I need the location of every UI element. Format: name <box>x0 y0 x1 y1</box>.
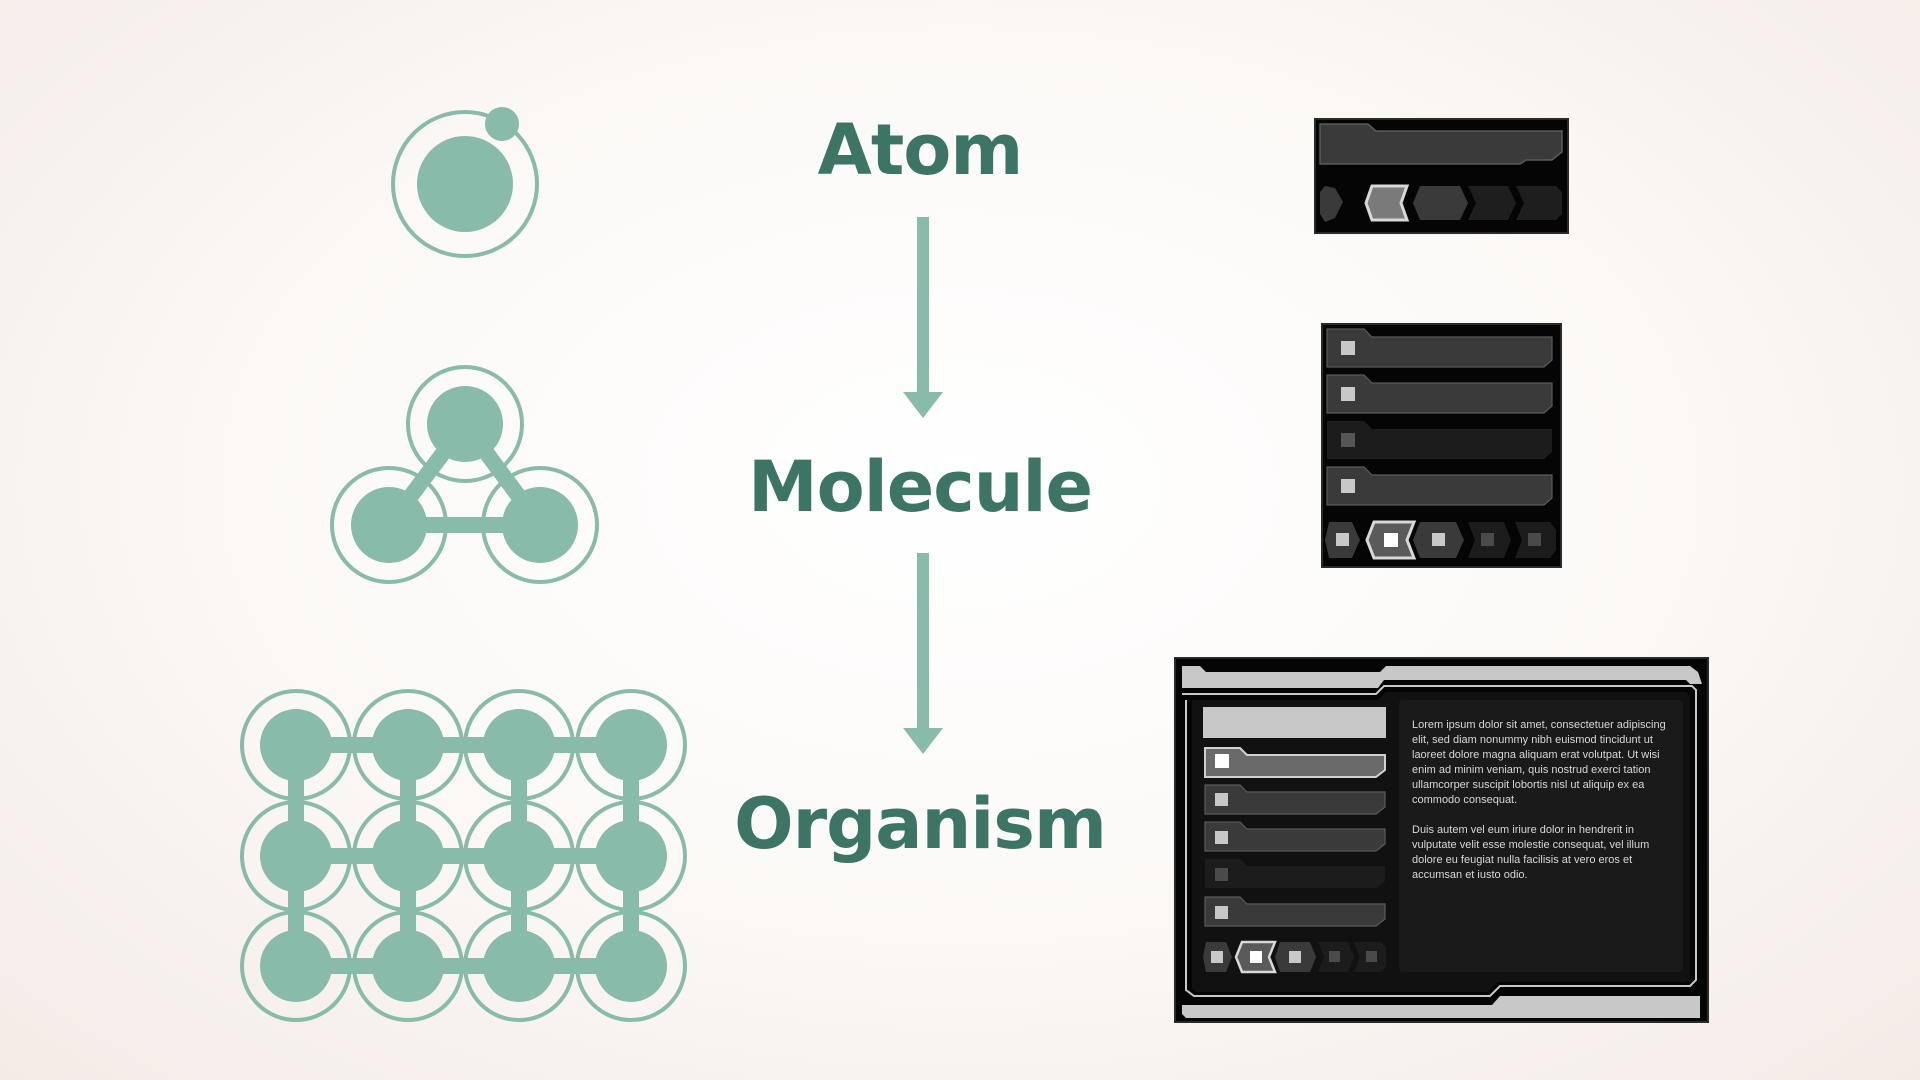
list-item[interactable] <box>1204 896 1386 927</box>
header-bar <box>1319 123 1563 165</box>
pager-right-cap[interactable] <box>1516 186 1562 220</box>
checkbox[interactable] <box>1341 341 1355 355</box>
checkbox[interactable] <box>1215 754 1229 768</box>
checkbox[interactable] <box>1215 793 1228 806</box>
list-item[interactable] <box>1326 466 1553 506</box>
atom-icon <box>391 107 539 258</box>
stage-label-molecule: Molecule <box>747 446 1093 528</box>
pager-square <box>1384 533 1398 547</box>
checkbox <box>1215 868 1228 881</box>
pager-segment[interactable] <box>1468 186 1516 220</box>
list-item[interactable] <box>1204 784 1386 815</box>
pager-segment-selected[interactable] <box>1364 184 1410 222</box>
pager-left-cap <box>1320 186 1343 222</box>
pager-square <box>1329 951 1340 962</box>
list-item-disabled <box>1205 859 1385 888</box>
content-paragraph: Duis autem vel eum iriure dolor in hendr… <box>1412 824 1650 881</box>
content-area <box>1399 700 1683 972</box>
pager-square <box>1211 951 1223 963</box>
stage-label-atom: Atom <box>817 109 1024 191</box>
pager-segment[interactable] <box>1413 186 1468 220</box>
list-item[interactable] <box>1326 328 1553 368</box>
molecule-ui-panel <box>1321 323 1562 568</box>
arrow-down-icon <box>903 553 943 754</box>
organism-icon <box>240 689 687 1022</box>
checkbox[interactable] <box>1341 479 1355 493</box>
checkbox[interactable] <box>1215 831 1228 844</box>
list-item-selected[interactable] <box>1204 747 1386 778</box>
pager-square <box>1336 533 1349 546</box>
arrow-down-icon <box>903 217 943 418</box>
stage-label-organism: Organism <box>734 783 1107 865</box>
atom-ui-panel <box>1314 118 1569 234</box>
organism-ui-panel <box>1174 657 1709 1023</box>
bottom-frame-bar <box>1182 996 1700 1018</box>
molecule-icon <box>330 365 599 584</box>
pager-square <box>1366 951 1377 962</box>
list-item-disabled <box>1327 421 1552 459</box>
list-header <box>1203 707 1386 738</box>
pager-square <box>1481 533 1494 546</box>
pager-square <box>1289 951 1301 963</box>
checkbox <box>1341 433 1355 447</box>
checkbox[interactable] <box>1341 387 1355 401</box>
top-frame-bar <box>1182 666 1702 688</box>
pager-square <box>1528 533 1541 546</box>
pager-square <box>1250 951 1262 963</box>
list-item[interactable] <box>1326 374 1553 414</box>
checkbox[interactable] <box>1215 906 1228 919</box>
list-item[interactable] <box>1204 821 1386 852</box>
pager-square <box>1432 533 1445 546</box>
content-paragraph: Lorem ipsum dolor sit amet, consectetuer… <box>1412 719 1666 806</box>
